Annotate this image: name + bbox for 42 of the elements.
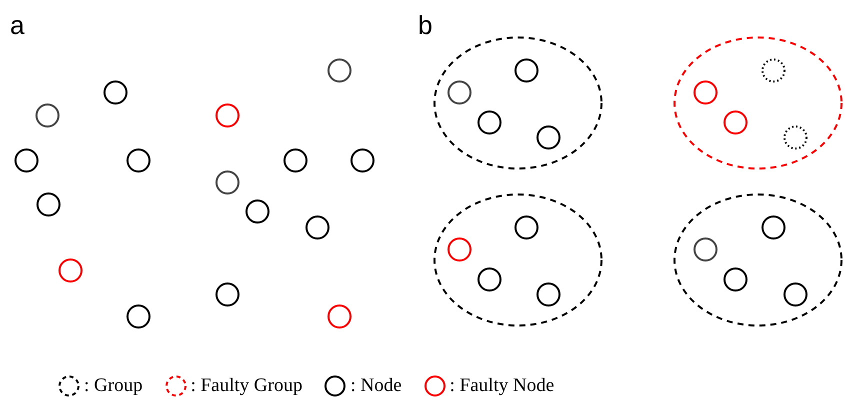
node-circle [214,282,240,306]
node-circle [476,266,502,292]
faulty-node-circle [692,80,718,104]
node-circle [446,80,472,104]
group-ellipse [433,193,603,327]
node-circle [536,282,560,306]
faulty-node-circle [722,110,748,134]
faulty-node-circle [214,102,240,128]
missing-node-circle [760,58,786,82]
panel-letter: a [10,12,24,38]
node-circle [692,236,718,262]
node-circle [350,148,374,172]
node-circle [102,80,128,104]
node-circle [34,102,60,128]
node-circle [126,304,150,328]
faulty-node-circle [446,236,472,262]
missing-node-circle [782,124,808,150]
node-circle [514,58,538,82]
node-circle [514,214,538,240]
node-circle [214,170,240,194]
group-ellipse [673,193,843,327]
node-circle [36,192,60,216]
faulty-node-circle [326,304,352,328]
faulty-node-circle [58,258,82,282]
node-circle [760,214,786,240]
legend-text: : Node [350,375,402,397]
legend-text: : Faulty Group [190,375,302,397]
node-circle [722,266,748,292]
node-circle [536,124,560,150]
node-circle [244,198,270,224]
group-ellipse [433,36,603,170]
node-circle [282,148,308,172]
node-circle [326,58,352,82]
node-circle [126,148,150,172]
node-circle [782,282,808,306]
legend-text: : Group [84,375,143,397]
node-circle [476,110,502,134]
node-circle [14,148,38,172]
faulty-group-ellipse [673,36,843,170]
node-circle [304,214,330,240]
legend-text: : Faulty Node [450,375,554,397]
panel-letter: b [418,12,432,38]
